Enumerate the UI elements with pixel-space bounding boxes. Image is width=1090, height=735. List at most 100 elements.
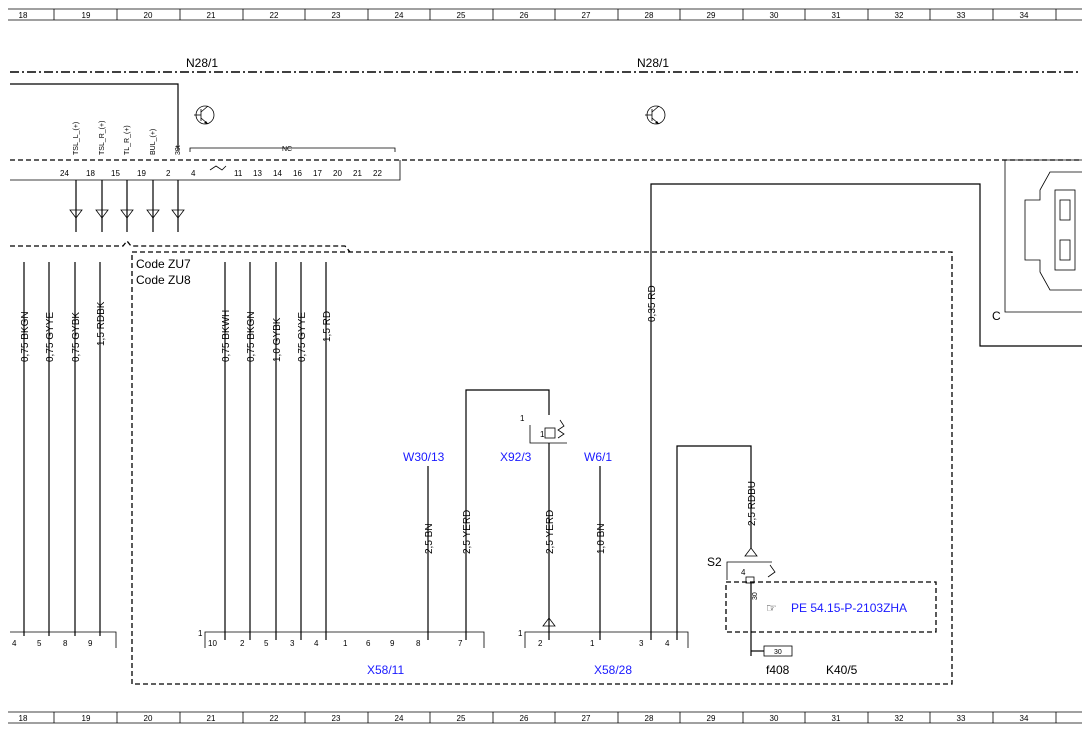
pin-number: 2	[538, 639, 543, 648]
pin-number: 1	[540, 430, 545, 439]
pin-number: 1	[518, 629, 523, 638]
reference-link[interactable]: PE 54.15-P-2103ZHA	[791, 601, 907, 615]
ruler-col: 30	[770, 714, 779, 723]
ruler-col: 34	[1020, 11, 1029, 20]
k40-5-component: S2 4 30 30 f408 K40/5 ☞ PE 54.15-P-2103Z…	[707, 555, 937, 677]
ruler-col: 25	[457, 714, 466, 723]
wire-label: 1,5 RD	[322, 311, 333, 342]
pin-number: 3	[290, 639, 295, 648]
pin-number: 20	[333, 169, 342, 178]
s2-label: S2	[707, 555, 722, 569]
x58-11-label: X58/11	[367, 663, 404, 677]
signal-label: BUL_(+)	[150, 129, 157, 155]
pin-number: 17	[313, 169, 322, 178]
x92-3-component: 1 1 X92/3	[500, 414, 567, 464]
pin-number: 2	[166, 169, 171, 178]
pin-number: 5	[37, 639, 42, 648]
left-wire-bundle: 0,75 BKGN 0,75 GYYE 0,75 GYBK 1,5 RDBK	[20, 262, 107, 636]
signal-label: TSL_L_(+)	[73, 122, 80, 155]
k40-5-label: K40/5	[826, 663, 858, 677]
pin-number: 8	[416, 639, 421, 648]
pin-number: 4	[741, 568, 746, 577]
x58-11-connector: 1 10 2 5 3 4 1 6 9 8 7 X58/11	[198, 629, 485, 677]
ruler-col: 29	[707, 714, 716, 723]
ruler-col: 24	[395, 11, 404, 20]
ruler-col: 28	[645, 714, 654, 723]
ruler-col: 18	[19, 11, 28, 20]
ruler-col: 21	[207, 11, 216, 20]
pin-number: 4	[12, 639, 17, 648]
pin-number: 2	[240, 639, 245, 648]
ruler-col: 28	[645, 11, 654, 20]
pin-number: 3	[639, 639, 644, 648]
hand-pointer-icon: ☞	[766, 601, 777, 615]
code-zu-box: Code ZU7 Code ZU8	[131, 251, 953, 685]
ruler-col: 24	[395, 714, 404, 723]
pin-number: 4	[314, 639, 319, 648]
ruler-col: 18	[19, 714, 28, 723]
pin-number: 4	[191, 169, 196, 178]
n28-label-right: N28/1	[637, 56, 669, 70]
pin-number: 30	[752, 592, 759, 600]
code-zu8-label: Code ZU8	[136, 273, 191, 287]
ruler-col: 26	[520, 11, 529, 20]
pin-number: 24	[60, 169, 69, 178]
n28-signal-labels: TSL_L_(+) TSL_R_(+) TL_R_(+) BUL_(+) 30t	[73, 121, 182, 155]
wire-label: 0,75 BKGN	[20, 311, 31, 362]
wire-label: 0,75 BKWH	[221, 310, 232, 362]
wire-label: 1,0 GYBK	[272, 317, 283, 362]
pin-number: 22	[373, 169, 382, 178]
signal-label: TL_R_(+)	[124, 125, 131, 155]
n28-component-boundary: N28/1 N28/1	[10, 56, 1080, 161]
x58-28-connector: 1 2 1 3 4 X58/28	[518, 629, 689, 677]
pin-number: 9	[390, 639, 395, 648]
pin-number: 1	[198, 629, 203, 638]
ruler-col: 32	[895, 714, 904, 723]
x92-3-label: X92/3	[500, 450, 532, 464]
wire-label: 1,0 BN	[596, 523, 607, 554]
transistor-icon	[645, 105, 666, 125]
pin-number: 18	[86, 169, 95, 178]
wire-label: 2,5 YERD	[545, 510, 556, 554]
wire-label: 1,5 RDBK	[96, 301, 107, 346]
pin-number: 1	[343, 639, 348, 648]
wire-label: 2,5 BN	[424, 523, 435, 554]
ruler-col: 26	[520, 714, 529, 723]
ruler-col: 22	[270, 11, 279, 20]
n28-pin-strip: 24 18 15 19 2 4 11 13 14 16 17 20 21 22	[10, 160, 401, 181]
pin-number: 10	[208, 639, 217, 648]
connector-c-label: C	[992, 309, 1001, 323]
left-connector: 4 5 8 9	[10, 631, 117, 648]
signal-label: TSL_R_(+)	[99, 121, 106, 155]
pin-number: 14	[273, 169, 282, 178]
pin-number: 19	[137, 169, 146, 178]
ruler-col: 23	[332, 714, 341, 723]
wire-label: 0,35 RD	[647, 285, 658, 322]
pin-number: 9	[88, 639, 93, 648]
ruler-col: 31	[832, 714, 841, 723]
wire-label: 0,75 GYYE	[297, 312, 308, 362]
ruler-col: 32	[895, 11, 904, 20]
ruler-col: 20	[144, 11, 153, 20]
ruler-col: 21	[207, 714, 216, 723]
ruler-col: 34	[1020, 714, 1029, 723]
wire-label: 0,75 GYBK	[71, 312, 82, 362]
ruler-col: 25	[457, 11, 466, 20]
wire-label: 0,75 GYYE	[45, 312, 56, 362]
nc-label: NC	[282, 146, 292, 153]
ruler-col: 31	[832, 11, 841, 20]
mid-wire-bundle: 0,75 BKWH 0,75 BKGN 1,0 GYBK 0,75 GYYE 1…	[221, 262, 333, 640]
pin-number: 15	[111, 169, 120, 178]
n28-output-wires	[69, 180, 185, 232]
connector-c: C	[992, 159, 1082, 323]
ruler-col: 19	[82, 714, 91, 723]
ruler-col: 33	[957, 11, 966, 20]
pin-number: 21	[353, 169, 362, 178]
fuse-value: 30	[774, 649, 782, 656]
signal-label: 30t	[175, 145, 182, 155]
top-ruler: 18 19 20 21 22 23 24 25 26 27 28 29 30 3…	[8, 8, 1082, 21]
wire-label: 0,75 BKGN	[246, 311, 257, 362]
pin-number: 11	[234, 169, 243, 178]
transistor-icon	[194, 105, 215, 125]
